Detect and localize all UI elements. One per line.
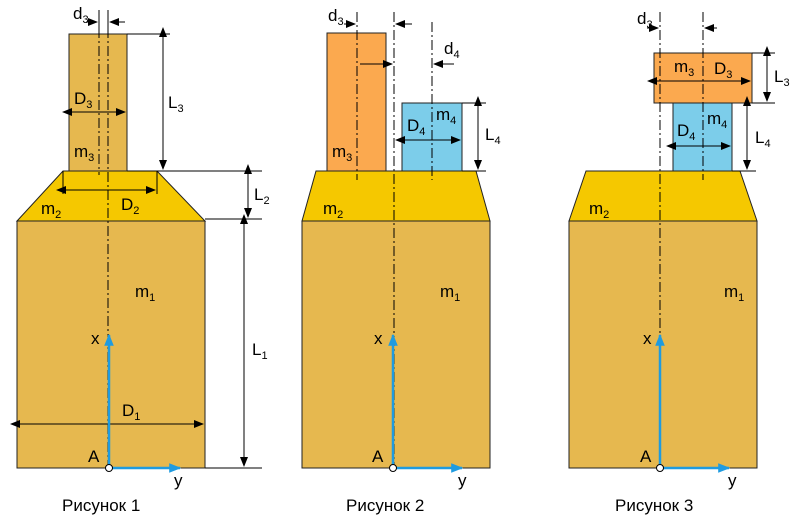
label-d4: d4 bbox=[444, 39, 460, 61]
label-D4: D4 bbox=[677, 121, 695, 143]
label-y: y bbox=[728, 471, 737, 490]
column-m3 bbox=[68, 33, 128, 172]
label-m1: m1 bbox=[440, 282, 460, 304]
label-x: x bbox=[91, 329, 100, 348]
label-D1: D1 bbox=[122, 401, 140, 423]
label-m1: m1 bbox=[135, 282, 155, 304]
label-A: A bbox=[640, 447, 652, 466]
figure-1: d3 D3 m3 L3 L2 D2 m2 L1 D1 m1 x y A bbox=[10, 4, 270, 515]
caption: Рисунок 1 bbox=[62, 496, 140, 515]
label-y: y bbox=[458, 471, 467, 490]
label-L3: L3 bbox=[168, 93, 184, 115]
label-m2: m2 bbox=[589, 199, 609, 221]
label-m3: m3 bbox=[332, 142, 352, 164]
label-L4: L4 bbox=[755, 128, 771, 150]
origin-point-A bbox=[656, 464, 664, 472]
label-d3: d3 bbox=[637, 9, 653, 31]
part-m3 bbox=[653, 52, 753, 104]
label-D3: D3 bbox=[74, 89, 92, 111]
label-D4: D4 bbox=[407, 116, 425, 138]
label-m1: m1 bbox=[724, 282, 744, 304]
label-m3: m3 bbox=[74, 142, 94, 164]
label-L3: L3 bbox=[774, 67, 790, 89]
label-L1: L1 bbox=[252, 340, 268, 362]
label-m4: m4 bbox=[436, 105, 456, 127]
body-m1 bbox=[16, 220, 206, 469]
label-m2: m2 bbox=[323, 199, 343, 221]
label-A: A bbox=[372, 447, 384, 466]
label-d3: d3 bbox=[328, 6, 344, 28]
origin-point-A bbox=[389, 464, 397, 472]
figure-2: d3 d4 D4 m4 L4 m3 m2 m1 x y A Рисунок 2 bbox=[301, 6, 501, 515]
label-x: x bbox=[374, 329, 383, 348]
label-m3: m3 bbox=[674, 57, 694, 79]
body-m1 bbox=[568, 220, 758, 469]
label-D2: D2 bbox=[121, 195, 139, 217]
body-m1 bbox=[301, 220, 491, 469]
label-d3: d3 bbox=[73, 4, 89, 26]
label-y: y bbox=[174, 471, 183, 490]
label-A: A bbox=[88, 447, 100, 466]
caption: Рисунок 3 bbox=[615, 496, 693, 515]
label-x: x bbox=[643, 329, 652, 348]
figure-3: d3 m3 D3 L3 D4 m4 L4 m2 m1 x y A Рисунок… bbox=[568, 9, 790, 515]
label-D3: D3 bbox=[714, 59, 732, 81]
label-m4: m4 bbox=[707, 109, 727, 131]
label-L2: L2 bbox=[254, 185, 270, 207]
label-L4: L4 bbox=[485, 125, 501, 147]
caption: Рисунок 2 bbox=[346, 496, 424, 515]
label-m2: m2 bbox=[41, 199, 61, 221]
origin-point-A bbox=[105, 464, 113, 472]
